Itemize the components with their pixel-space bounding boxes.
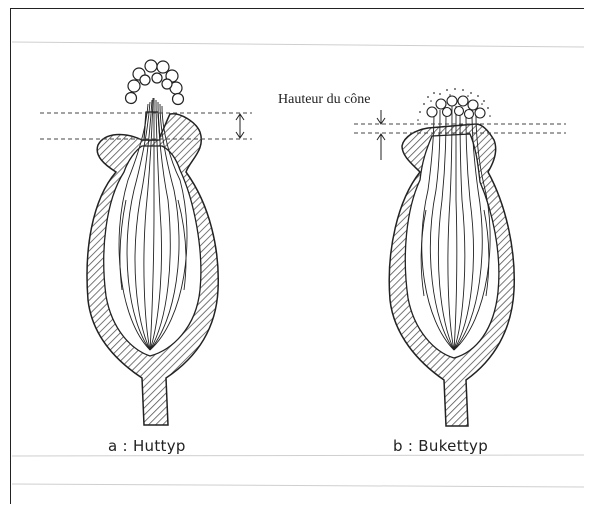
flower-b-height-arrow: [377, 110, 385, 160]
flower-a-huttyp: [40, 60, 252, 425]
caption-huttyp: a : Huttyp: [108, 437, 186, 455]
flower-b-bukettyp: [354, 88, 566, 426]
page-rule-top: [12, 42, 584, 47]
cone-height-label: Hauteur du cône: [278, 92, 371, 108]
flower-a-height-arrow: [236, 114, 244, 138]
page-rule-bottom-1: [12, 455, 584, 456]
caption-bukettyp: b : Bukettyp: [393, 437, 488, 455]
page-rule-bottom-2: [12, 484, 584, 487]
flower-a-crown: [126, 60, 184, 105]
